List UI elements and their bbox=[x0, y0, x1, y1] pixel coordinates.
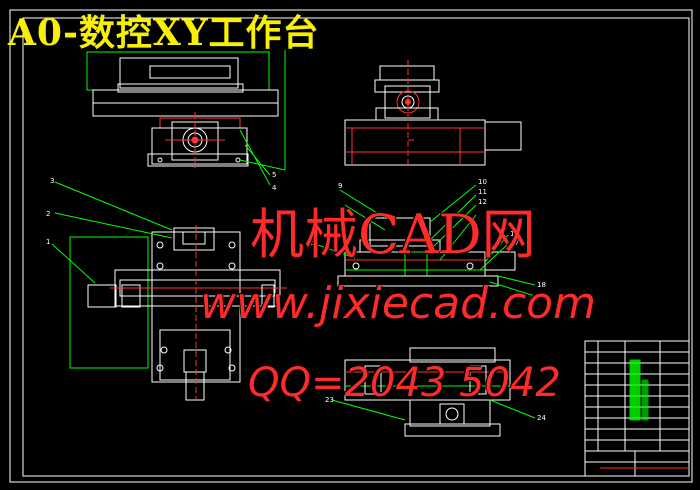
watermark-site-name: 机械CAD网 bbox=[250, 203, 536, 266]
balloon-23: 23 bbox=[325, 396, 334, 404]
balloon-19: 19 bbox=[537, 292, 546, 300]
side-view bbox=[344, 60, 522, 168]
outer-frame bbox=[9, 9, 693, 483]
balloon-4: 4 bbox=[272, 184, 277, 192]
front-view bbox=[86, 50, 286, 186]
inner-frame bbox=[22, 17, 690, 477]
title-block bbox=[584, 340, 690, 477]
balloon-6: 6 bbox=[310, 239, 315, 247]
balloon-2: 2 bbox=[46, 210, 50, 218]
drawing-title: A0-数控XY工作台 bbox=[8, 12, 320, 54]
balloon-3: 3 bbox=[50, 177, 54, 185]
balloon-12: 12 bbox=[478, 198, 487, 206]
balloon-5: 5 bbox=[272, 171, 276, 179]
lower-section-view bbox=[331, 347, 536, 437]
balloon-1: 1 bbox=[46, 238, 50, 246]
watermark-url: www.jixiecad.com bbox=[200, 278, 596, 329]
balloon-18: 18 bbox=[537, 281, 546, 289]
plan-view bbox=[51, 181, 290, 401]
balloon-24: 24 bbox=[537, 414, 546, 422]
balloon-9: 9 bbox=[338, 182, 342, 190]
balloon-10: 10 bbox=[478, 178, 487, 186]
balloon-11: 11 bbox=[478, 188, 487, 196]
watermark-qq: QQ=2043 5042 bbox=[248, 360, 561, 406]
section-view bbox=[314, 184, 536, 297]
balloon-17: 17 bbox=[510, 239, 519, 247]
balloon-16: 16 bbox=[510, 230, 519, 238]
